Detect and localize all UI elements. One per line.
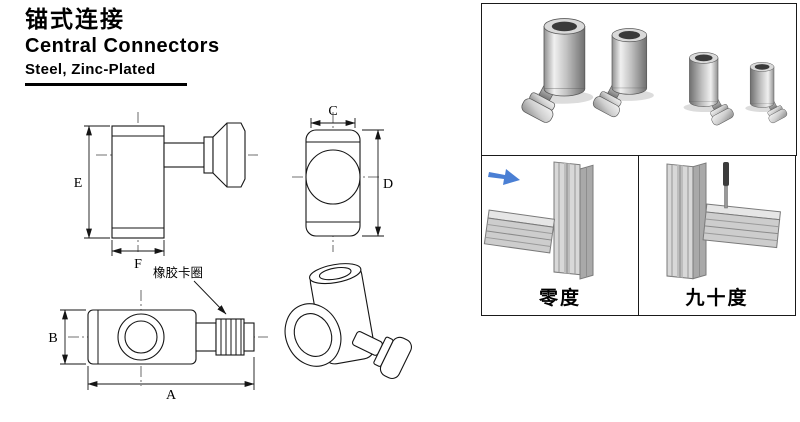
page-subtitle-material: Steel, Zinc-Plated	[25, 61, 156, 79]
dim-label-b: B	[48, 331, 57, 346]
product-photo-illustration	[519, 18, 789, 127]
vertical-profile	[553, 161, 594, 280]
drawing-top-view: B A 橡胶卡圈	[48, 265, 268, 403]
drawing-isometric-view	[284, 263, 412, 380]
drawing-front-view: E F	[74, 112, 258, 272]
zero-degree-caption: 零度	[538, 288, 581, 309]
product-photo-box	[481, 3, 797, 156]
page-title-chinese: 锚式连接	[25, 6, 125, 32]
application-ninety-box: 九十度	[638, 155, 796, 316]
anchor-connector-1	[519, 18, 594, 126]
technical-drawings-svg: E F C D	[48, 104, 412, 403]
horizontal-profile	[702, 203, 781, 249]
ninety-degree-illustration	[666, 162, 781, 280]
technical-drawings: E F C D	[0, 92, 480, 422]
dim-label-e: E	[74, 176, 83, 191]
horizontal-profile	[483, 209, 556, 254]
hex-key-icon	[723, 162, 729, 209]
anchor-connector-4	[744, 61, 789, 125]
ninety-degree-caption: 九十度	[685, 288, 749, 309]
application-row: 零度	[481, 155, 797, 316]
header-underline	[25, 83, 187, 87]
dim-label-f: F	[134, 257, 142, 272]
anchor-connector-2	[590, 28, 655, 120]
page-header: 锚式连接 Central Connectors Steel, Zinc-Plat…	[25, 6, 220, 87]
dim-label-d: D	[383, 177, 393, 192]
photo-panel: 零度	[481, 3, 797, 316]
insertion-direction-arrow-icon	[488, 169, 520, 185]
application-zero-box: 零度	[481, 155, 639, 316]
dim-label-a: A	[166, 388, 177, 403]
rubber-ring-callout: 橡胶卡圈	[153, 265, 203, 280]
anchor-connector-3	[683, 51, 736, 127]
dim-label-c: C	[328, 104, 337, 119]
drawing-side-view: C D	[292, 104, 393, 252]
page-title-english: Central Connectors	[25, 35, 220, 58]
vertical-profile	[666, 162, 707, 280]
zero-degree-illustration	[483, 161, 594, 280]
